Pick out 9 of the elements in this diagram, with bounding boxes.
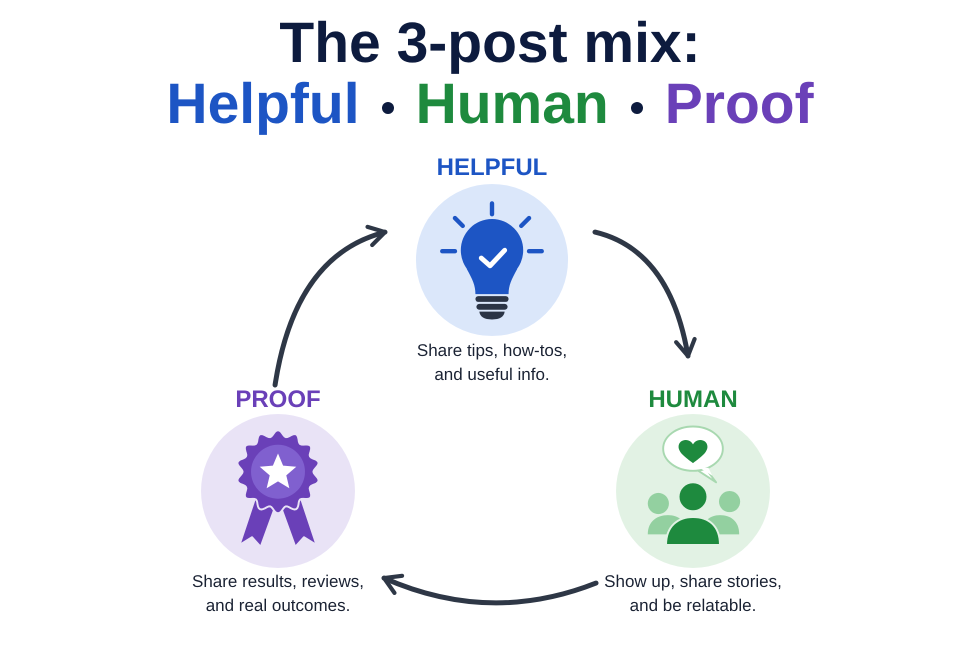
description-text: Share tips, how-tos, and useful info. [416, 340, 568, 386]
category-heading: HELPFUL [436, 155, 548, 181]
category-heading: PROOF [235, 387, 321, 413]
category-heading: HUMAN [648, 387, 738, 413]
curved-arrow [382, 573, 598, 606]
curved-arrow [272, 226, 388, 388]
curved-arrow [592, 230, 696, 358]
description-text: Show up, share stories, and be relatable. [603, 571, 783, 617]
description-text: Share results, reviews, and real outcomes. [191, 571, 365, 617]
